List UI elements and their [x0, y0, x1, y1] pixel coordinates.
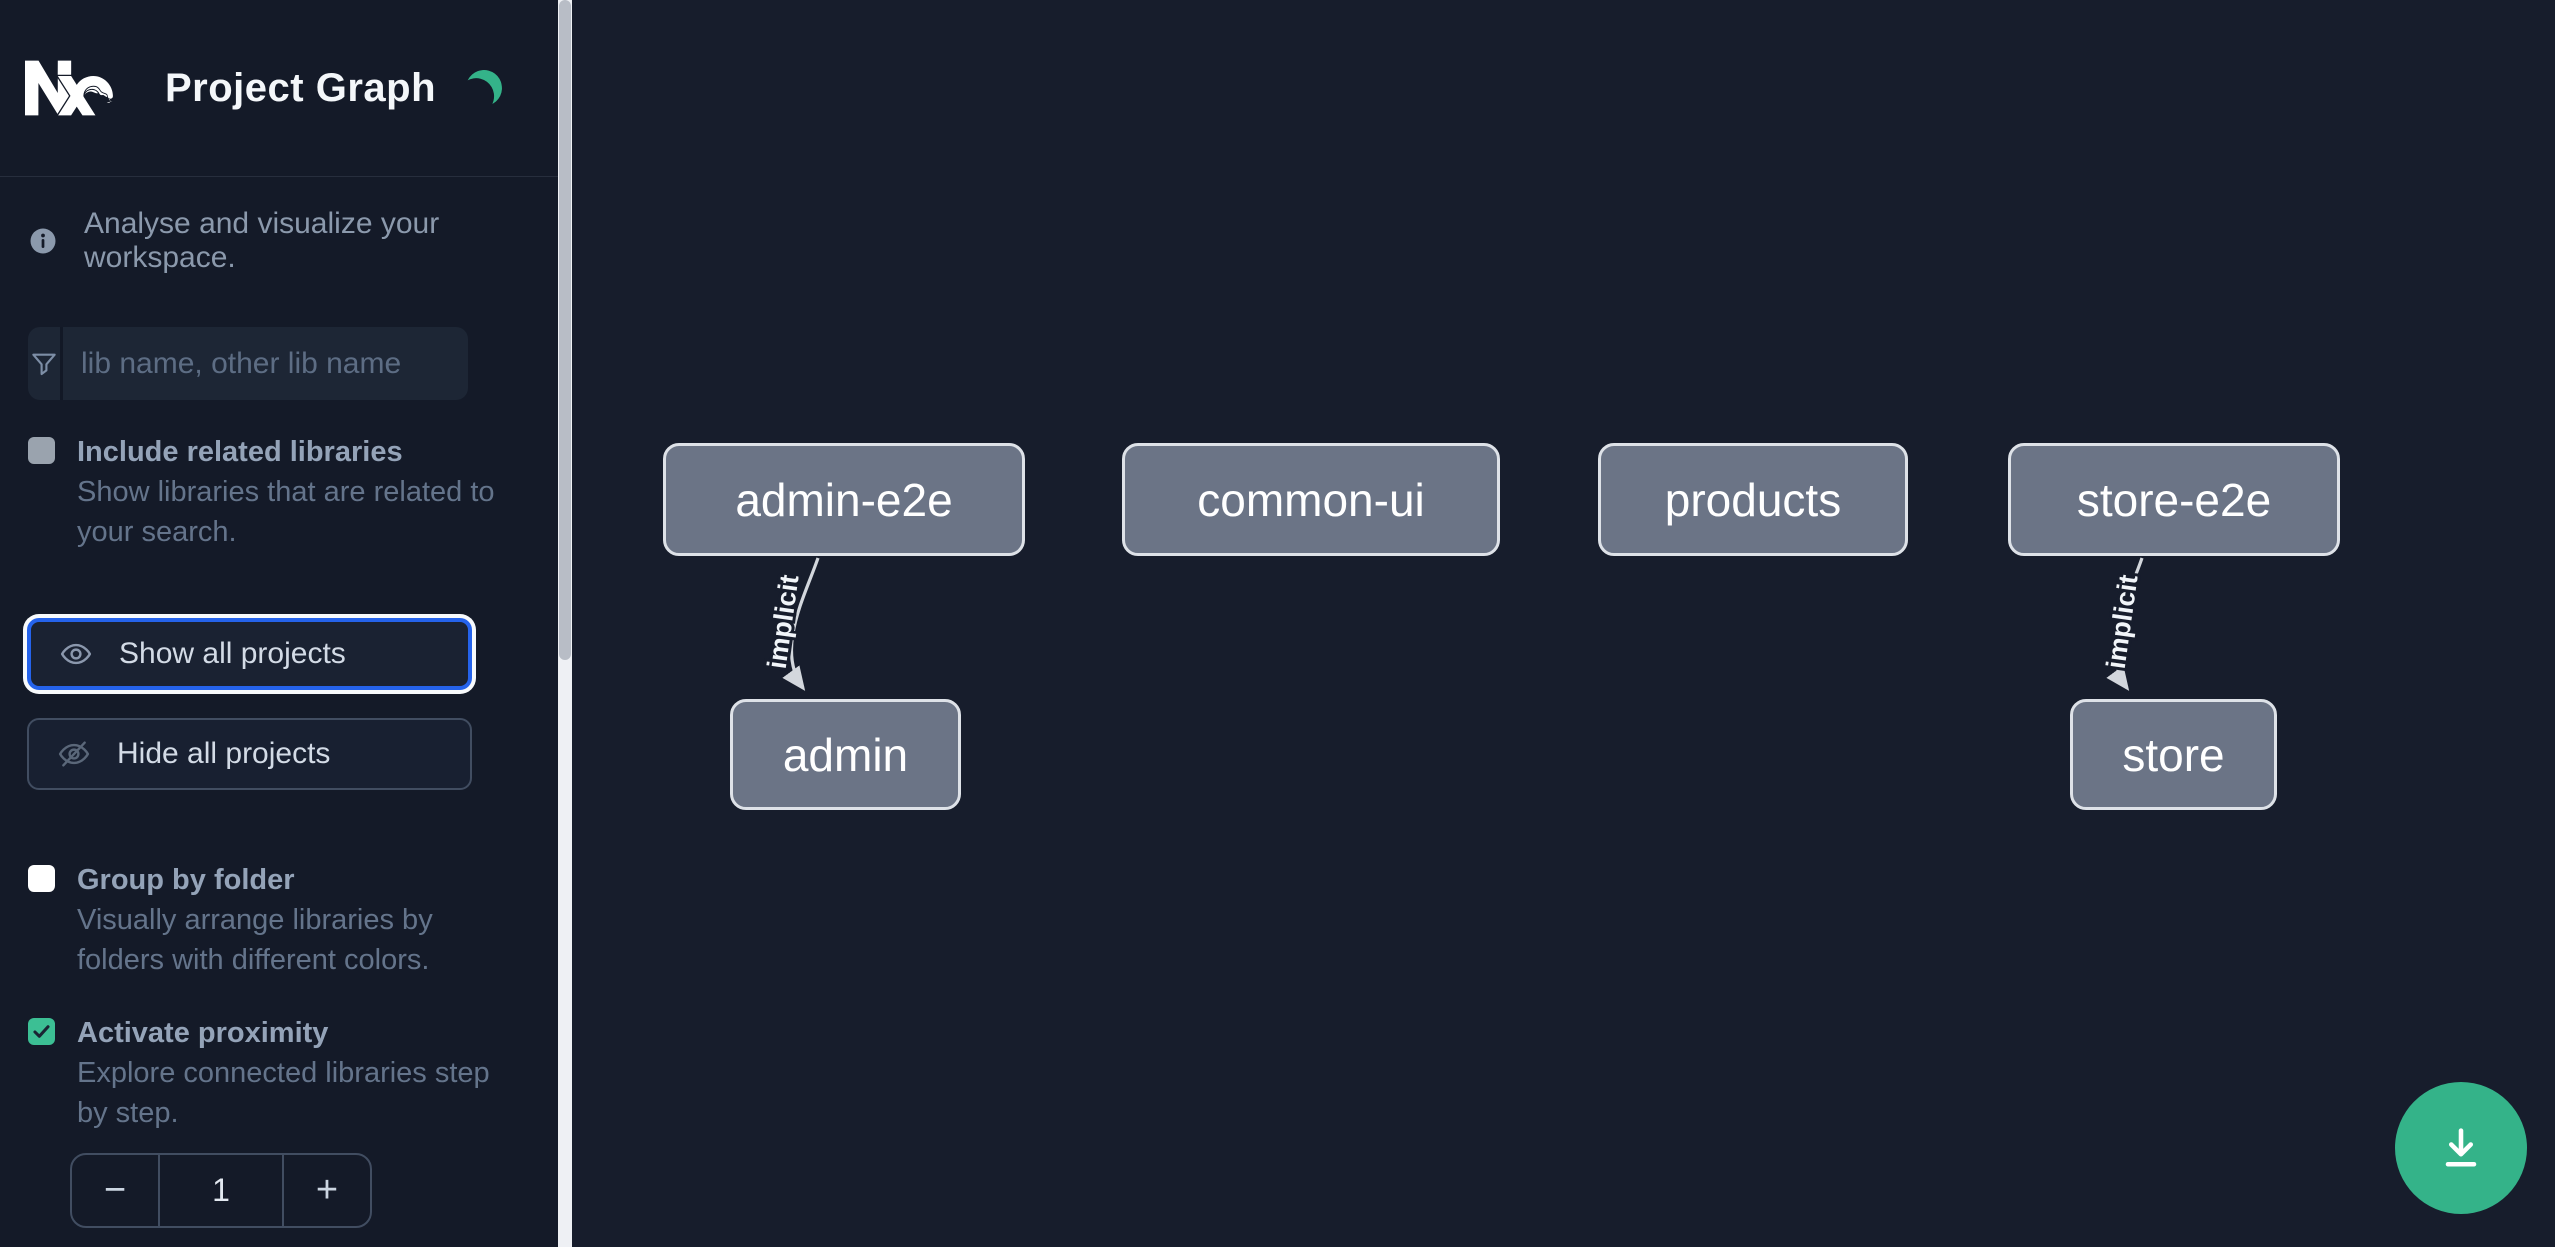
edge-label-implicit: implicit [2101, 573, 2144, 671]
include-related-label[interactable]: Include related libraries [77, 436, 403, 468]
hide-all-projects-label: Hide all projects [117, 737, 331, 770]
graph-canvas[interactable]: implicit implicit admin-e2e common-ui pr… [572, 0, 2555, 1247]
activate-proximity-checkbox[interactable] [28, 1018, 55, 1045]
activate-proximity-description: Explore connected libraries step by step… [77, 1057, 490, 1129]
show-all-projects-button[interactable]: Show all projects [27, 618, 472, 690]
hide-all-projects-button[interactable]: Hide all projects [27, 718, 472, 790]
project-node-store-e2e[interactable]: store-e2e [2008, 443, 2340, 556]
include-related-description: Show libraries that are related to your … [77, 476, 495, 548]
checkmark-icon [33, 1025, 50, 1038]
download-graph-button[interactable] [2395, 1082, 2527, 1214]
sidebar: Project Graph Analyse and visualize your… [0, 0, 558, 1247]
dark-mode-toggle-moon-icon[interactable] [464, 68, 505, 109]
option-group-by-folder: Group by folder Visually arrange librari… [0, 860, 530, 980]
project-node-products[interactable]: products [1598, 443, 1908, 556]
project-node-admin[interactable]: admin [730, 699, 961, 810]
proximity-depth-stepper: − 1 + [70, 1153, 372, 1228]
include-related-checkbox[interactable] [28, 437, 55, 464]
sidebar-scrollbar-track[interactable] [558, 0, 572, 1247]
edge-store-e2e-to-store [2106, 557, 2144, 691]
page-title: Project Graph [165, 65, 437, 110]
group-by-folder-description: Visually arrange libraries by folders wi… [77, 904, 433, 976]
group-by-folder-label[interactable]: Group by folder [77, 864, 295, 896]
filter-funnel-icon [28, 327, 63, 400]
show-all-projects-label: Show all projects [119, 637, 346, 670]
group-by-folder-checkbox[interactable] [28, 865, 55, 892]
workspace-info-text: Analyse and visualize your workspace. [84, 207, 440, 274]
eye-icon [60, 643, 92, 665]
option-activate-proximity: Activate proximity Explore connected lib… [0, 1013, 530, 1133]
proximity-increment-button[interactable]: + [284, 1155, 370, 1226]
proximity-depth-value: 1 [158, 1155, 284, 1226]
option-include-related-libraries: Include related libraries Show libraries… [0, 432, 530, 552]
project-node-admin-e2e[interactable]: admin-e2e [663, 443, 1025, 556]
project-node-common-ui[interactable]: common-ui [1122, 443, 1500, 556]
search-input[interactable] [63, 327, 468, 400]
edge-label-implicit: implicit [762, 573, 805, 671]
project-node-store[interactable]: store [2070, 699, 2277, 810]
search-box [28, 327, 468, 400]
sidebar-scrollbar-thumb[interactable] [559, 0, 571, 660]
download-icon [2445, 1128, 2477, 1167]
workspace-info: Analyse and visualize your workspace. [0, 177, 558, 275]
graph-edges: implicit implicit [759, 557, 2147, 691]
info-icon [30, 228, 56, 254]
edge-admin-e2e-to-admin [782, 557, 820, 691]
eye-off-icon [58, 741, 90, 767]
activate-proximity-label[interactable]: Activate proximity [77, 1017, 329, 1049]
sidebar-header: Project Graph [0, 0, 558, 177]
nx-logo-icon [25, 60, 113, 116]
proximity-decrement-button[interactable]: − [72, 1155, 158, 1226]
